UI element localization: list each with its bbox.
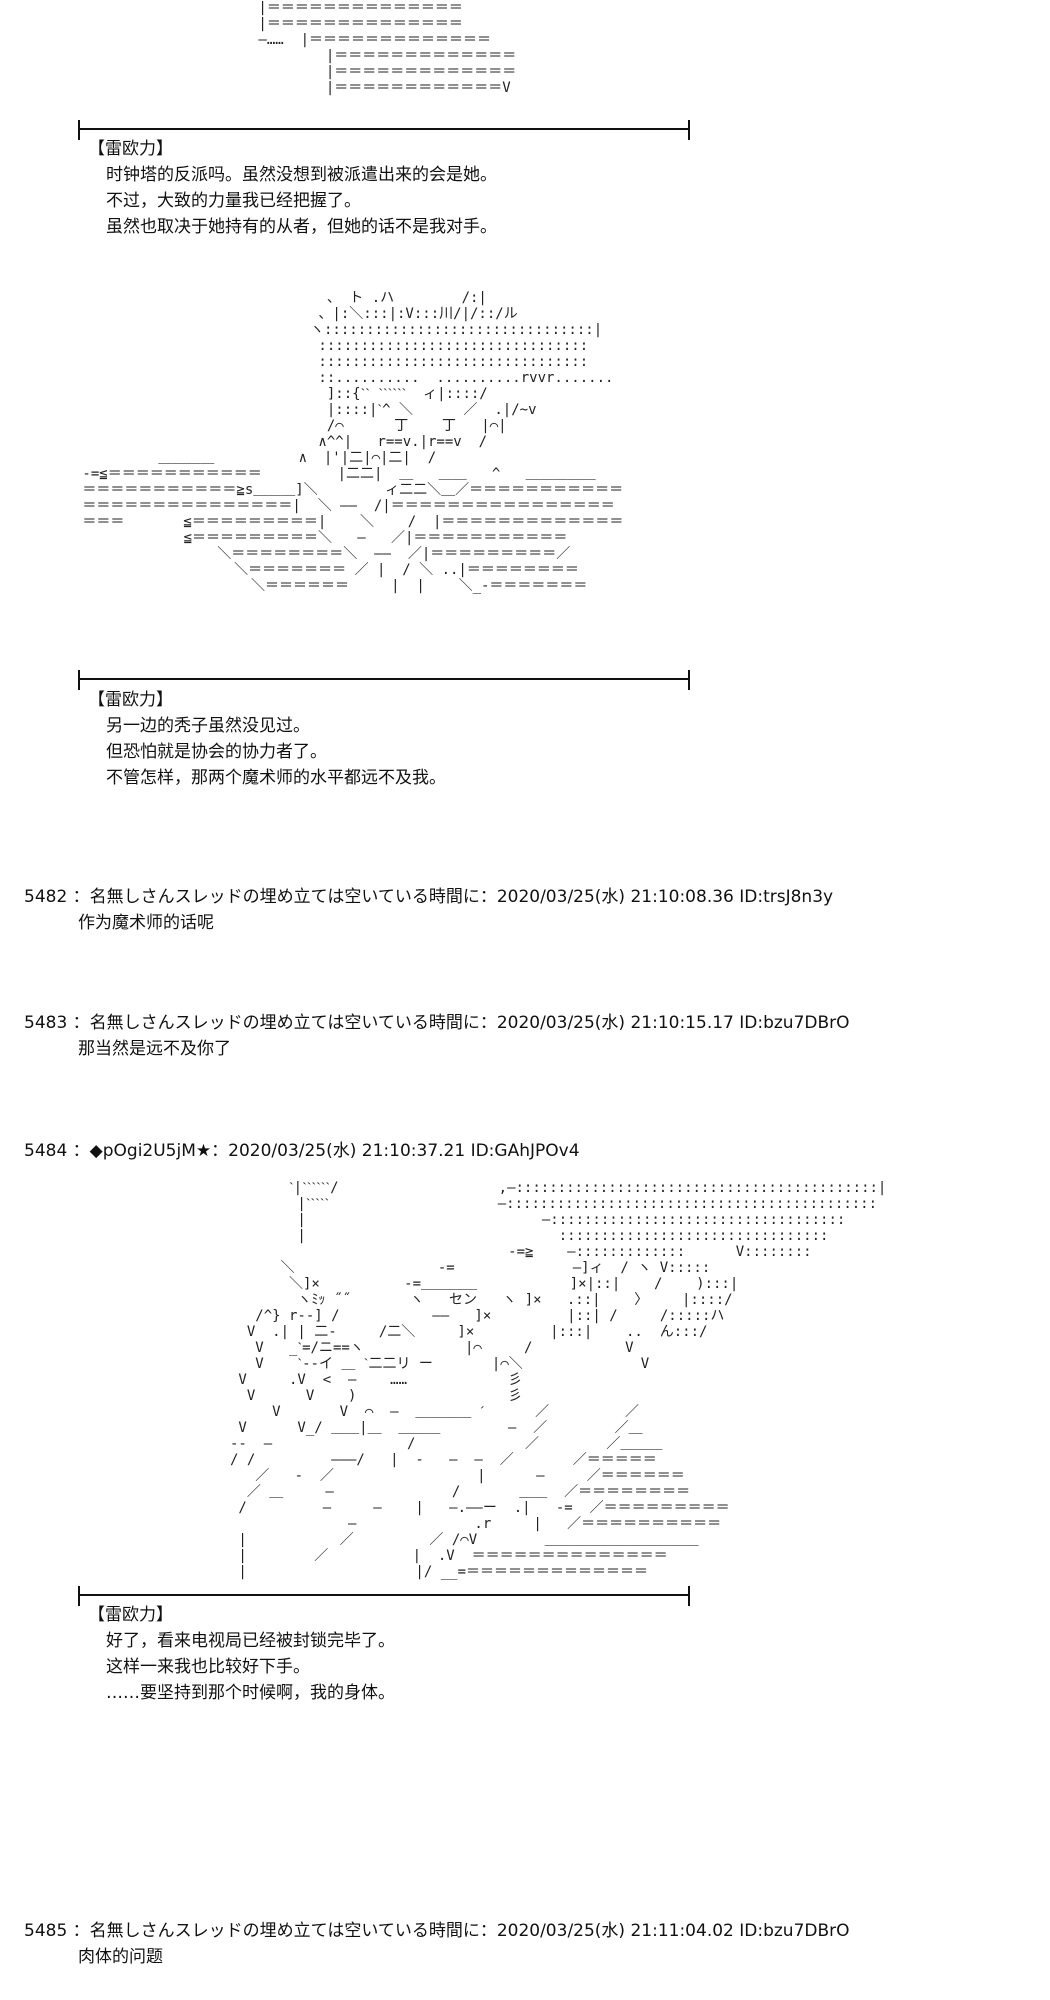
divider-tick-right [688, 1586, 690, 1606]
divider-tick-right [688, 120, 690, 140]
divider-tick-right [688, 670, 690, 690]
dialog-line: 虽然也取决于她持有的从者，但她的话不是我对手。 [106, 217, 497, 237]
post-5484: 5484 ：◆pOgi2U5jM★：2020/03/25(水) 21:10:37… [24, 1138, 580, 1164]
divider-1 [78, 120, 690, 140]
divider-3 [78, 1586, 690, 1606]
dialog-block-1: 【雷欧力】 时钟塔的反派吗。虽然没想到被派遣出来的会是她。 不过，大致的力量我已… [88, 136, 497, 240]
ascii-art-winged-figure: 、 ト .ハ /:| 、|:＼:::|:V:::川/|/::/ル ヽ::::::… [82, 290, 624, 594]
dialog-line: 不管怎样，那两个魔术师的水平都远不及我。 [106, 768, 446, 788]
post-body: 肉体的问题 [78, 1947, 163, 1967]
dialog-line: 时钟塔的反派吗。虽然没想到被派遣出来的会是她。 [106, 165, 497, 185]
post-5482: 5482 ：名無しさんスレッドの埋め立ては空いている時間に：2020/03/25… [24, 884, 833, 936]
dialog-line: 好了，看来电视局已经被封锁完毕了。 [106, 1631, 395, 1651]
divider-tick-left [78, 670, 80, 690]
post-body: 那当然是远不及你了 [78, 1039, 231, 1059]
post-body: 作为魔术师的话呢 [78, 913, 214, 933]
post-header: 5484 ：◆pOgi2U5jM★：2020/03/25(水) 21:10:37… [24, 1141, 580, 1161]
dialog-block-2: 【雷欧力】 另一边的秃子虽然没见过。 但恐怕就是协会的协力者了。 不管怎样，那两… [88, 687, 446, 791]
divider-2 [78, 670, 690, 690]
divider-tick-left [78, 1586, 80, 1606]
dialog-line: ……要坚持到那个时候啊，我的身体。 [106, 1683, 395, 1703]
speaker-name: 【雷欧力】 [88, 139, 173, 159]
ascii-art-top: |＝＝＝＝＝＝＝＝＝＝＝＝＝＝ |＝＝＝＝＝＝＝＝＝＝＝＝＝＝ ―…… |＝＝＝… [258, 0, 517, 96]
post-header: 5485 ：名無しさんスレッドの埋め立ては空いている時間に：2020/03/25… [24, 1921, 850, 1941]
post-header: 5483 ：名無しさんスレッドの埋め立ては空いている時間に：2020/03/25… [24, 1013, 850, 1033]
post-5485: 5485 ：名無しさんスレッドの埋め立ては空いている時間に：2020/03/25… [24, 1918, 850, 1970]
post-5483: 5483 ：名無しさんスレッドの埋め立ては空いている時間に：2020/03/25… [24, 1010, 850, 1062]
dialog-line: 另一边的秃子虽然没见过。 [106, 716, 310, 736]
divider-tick-left [78, 120, 80, 140]
speaker-name: 【雷欧力】 [88, 690, 173, 710]
speaker-name: 【雷欧力】 [88, 1605, 173, 1625]
dialog-line: 但恐怕就是协会的协力者了。 [106, 742, 327, 762]
ascii-art-sword-figure: ˋ|ˋˋˋˋˋˋ/ ,―::::::::::::::::::::::::::::… [230, 1180, 887, 1580]
dialog-block-3: 【雷欧力】 好了，看来电视局已经被封锁完毕了。 这样一来我也比较好下手。 ……要… [88, 1602, 395, 1706]
post-header: 5482 ：名無しさんスレッドの埋め立ては空いている時間に：2020/03/25… [24, 887, 834, 907]
dialog-line: 不过，大致的力量我已经把握了。 [106, 191, 361, 211]
dialog-line: 这样一来我也比较好下手。 [106, 1657, 310, 1677]
